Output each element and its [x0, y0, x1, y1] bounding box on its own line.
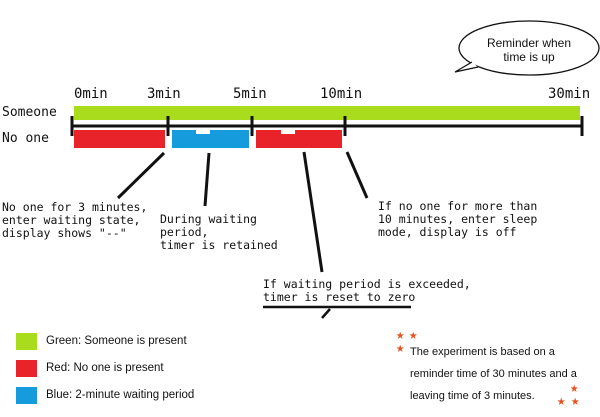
star-icon: ★	[571, 393, 580, 409]
tick-label-30min: 30min	[548, 86, 591, 102]
legend-swatch-green	[16, 333, 37, 350]
legend-label-green: Green: Someone is present	[46, 335, 187, 347]
reminder-callout: Reminder when time is up	[486, 36, 572, 64]
no-one-bar-2	[256, 130, 342, 148]
star-icon: ★	[396, 340, 405, 356]
waiting-bar-notch	[196, 130, 210, 134]
waiting-bar	[172, 130, 249, 148]
someone-bar	[74, 106, 580, 120]
annotation-reset: If waiting period is exceeded, timer is …	[263, 277, 471, 304]
row-label-no-one: No one	[2, 131, 49, 146]
no-one-bar-1	[74, 130, 165, 148]
tick-label-5min: 5min	[233, 86, 267, 102]
legend-swatch-blue	[16, 387, 37, 404]
pointer-sleep	[345, 151, 369, 199]
speech-bubble-icon	[454, 20, 600, 76]
experiment-note: The experiment is based on a reminder ti…	[410, 346, 577, 402]
pointer-3min	[116, 151, 166, 200]
legend-swatch-red	[16, 360, 37, 377]
tick-label-3min: 3min	[147, 86, 181, 102]
annotation-waiting-start: No one for 3 minutes, enter waiting stat…	[2, 200, 148, 240]
annotation-sleep: If no one for more than 10 minutes, ente…	[378, 199, 538, 239]
star-icon: ★	[557, 393, 566, 409]
row-label-someone: Someone	[2, 105, 57, 120]
reset-underline-tail	[321, 308, 331, 319]
no-one-bar-2-notch	[281, 130, 295, 134]
pointer-waiting	[203, 152, 211, 207]
legend-label-blue: Blue: 2-minute waiting period	[46, 389, 195, 401]
tick-label-0min: 0min	[74, 86, 108, 102]
star-icon: ★	[396, 327, 405, 343]
pointer-reset	[302, 151, 324, 273]
annotation-waiting-period: During waiting period, timer is retained	[160, 212, 278, 252]
legend-label-red: Red: No one is present	[46, 362, 164, 374]
tick-label-10min: 10min	[320, 86, 363, 102]
star-icon: ★	[409, 327, 418, 343]
star-icon: ★	[570, 380, 579, 396]
